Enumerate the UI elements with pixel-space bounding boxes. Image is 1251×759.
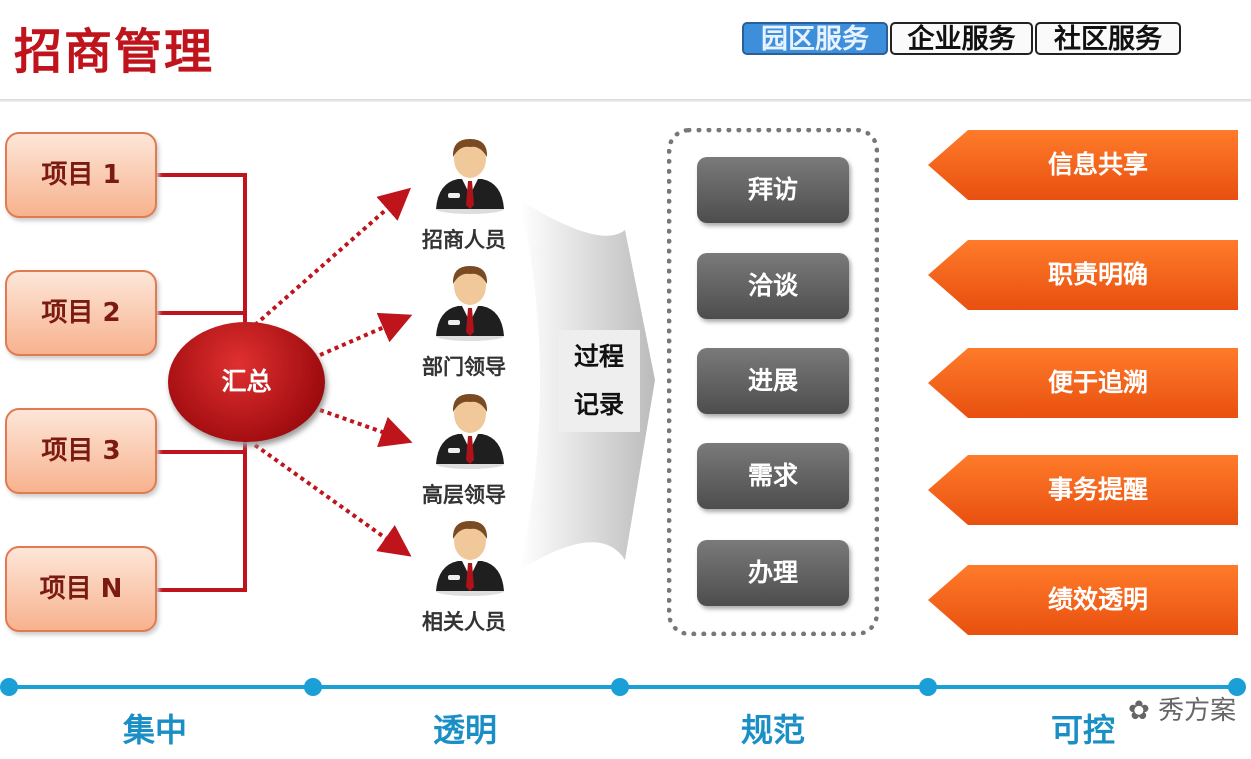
step-progress: 进展 — [697, 348, 849, 414]
timeline-dot — [304, 678, 322, 696]
header-divider — [0, 99, 1251, 102]
project-3-box: 项目 3 — [5, 408, 157, 494]
timeline-dot — [919, 678, 937, 696]
watermark: ✿ 秀方案 — [1128, 690, 1236, 727]
timeline-dot — [611, 678, 629, 696]
benefit-banner: 事务提醒 — [928, 455, 1238, 525]
timeline-dot — [1228, 678, 1246, 696]
timeline-label: 集中 — [122, 711, 187, 749]
flow-label-line: 过程 — [573, 342, 624, 371]
process-record-label: 过程 记录 — [558, 330, 640, 432]
benefit-banner: 职责明确 — [928, 240, 1238, 310]
dotted-arrows — [253, 187, 413, 557]
person-icon — [430, 262, 510, 342]
benefit-banner: 便于追溯 — [928, 348, 1238, 418]
project-2-box: 项目 2 — [5, 270, 157, 356]
person-label: 招商人员 — [422, 228, 506, 252]
project-n-box: 项目 N — [5, 546, 157, 632]
step-visit: 拜访 — [697, 157, 849, 223]
project-1-box: 项目 1 — [5, 132, 157, 218]
tab-enterprise-service[interactable]: 企业服务 — [890, 22, 1033, 55]
flow-label-line: 记录 — [573, 390, 624, 419]
person-icon — [430, 135, 510, 215]
step-negotiate: 洽谈 — [697, 253, 849, 319]
timeline-label: 可控 — [1050, 711, 1115, 749]
steps-container — [667, 128, 879, 636]
person-label: 部门领导 — [422, 355, 506, 379]
watermark-text: 秀方案 — [1158, 696, 1237, 726]
person-label: 相关人员 — [422, 610, 506, 634]
benefit-banner: 绩效透明 — [928, 565, 1238, 635]
benefit-banner: 信息共享 — [928, 130, 1238, 200]
step-handle: 办理 — [697, 540, 849, 606]
person-label: 高层领导 — [422, 483, 506, 507]
timeline-label: 透明 — [432, 711, 497, 749]
tab-community-service[interactable]: 社区服务 — [1035, 22, 1181, 55]
wechat-icon: ✿ — [1128, 696, 1150, 726]
person-icon — [430, 390, 510, 470]
tab-park-service[interactable]: 园区服务 — [742, 22, 888, 55]
timeline-label: 规范 — [740, 711, 805, 749]
step-requirement: 需求 — [697, 443, 849, 509]
summary-hub: 汇总 — [168, 322, 325, 442]
person-icon — [430, 517, 510, 597]
timeline-dot — [0, 678, 18, 696]
page-title: 招商管理 — [14, 24, 215, 80]
